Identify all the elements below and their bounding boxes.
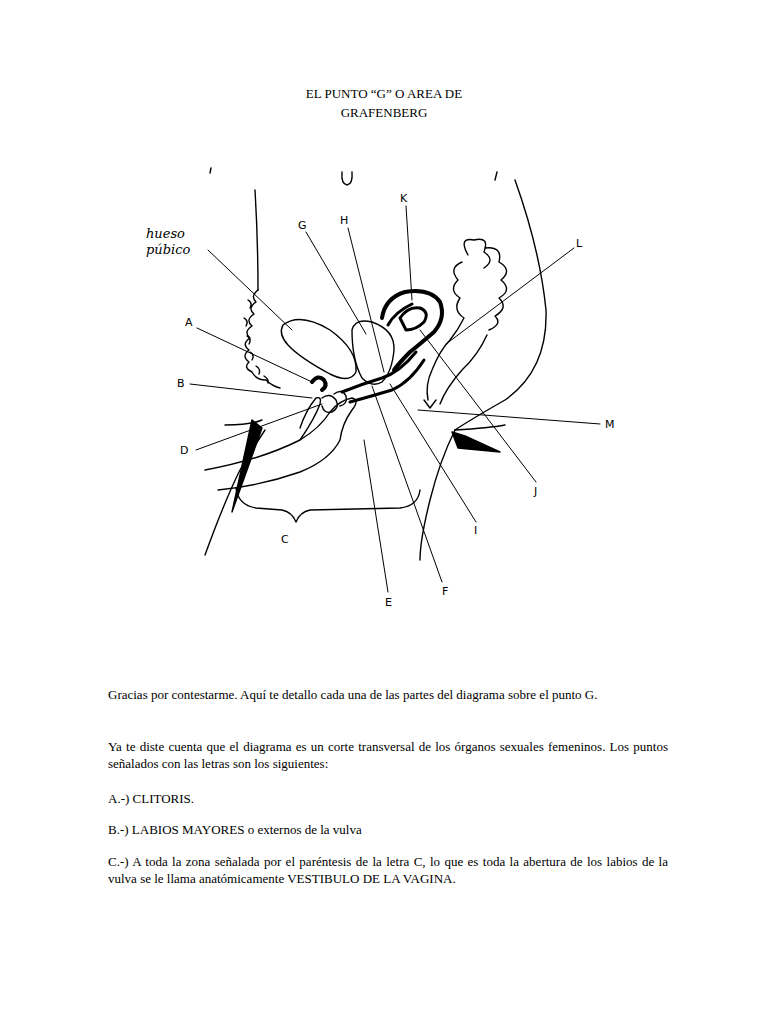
stray-mark	[210, 168, 211, 173]
shadow-wedge	[232, 420, 262, 512]
vestibule-bracket	[236, 488, 420, 522]
body-paragraph: Ya te diste cuenta que el diagrama es un…	[108, 738, 668, 772]
list-item: B.-) LABIOS MAYORES o externos de la vul…	[108, 821, 668, 838]
hand	[205, 398, 356, 490]
callout-letter: E	[385, 596, 392, 609]
leader-line	[390, 384, 476, 522]
body-outline	[455, 180, 546, 430]
body-outline	[420, 430, 455, 560]
callout-letter: G	[298, 219, 307, 232]
callout-letter: K	[400, 192, 407, 205]
body-outline	[255, 190, 258, 290]
body-paragraph: Gracias por contestarme. Aquí te detallo…	[108, 686, 668, 703]
callout-letter: H	[340, 214, 348, 227]
body-outline	[205, 430, 265, 555]
leader-line	[197, 328, 312, 382]
vagina	[350, 360, 424, 402]
rectum	[427, 262, 464, 400]
leader-lines	[190, 206, 600, 592]
callout-letter: I	[474, 524, 477, 537]
labia	[334, 391, 346, 406]
callout-letter: F	[442, 585, 448, 598]
callout-letter: A	[185, 316, 193, 329]
body-outline	[455, 425, 505, 430]
pubic-bone	[281, 320, 356, 379]
callout-letter: J	[534, 485, 537, 498]
clitoris	[312, 377, 326, 390]
list-item: A.-) CLITORIS.	[108, 790, 668, 807]
pubic-hair	[245, 290, 280, 388]
leader-line	[348, 228, 384, 372]
callout-letter: B	[177, 377, 185, 390]
leader-line	[208, 250, 292, 330]
uterus	[388, 304, 412, 325]
leader-line	[372, 386, 442, 582]
callout-letter: C	[281, 533, 289, 546]
page-title: EL PUNTO “G” O AREA DE GRAFENBERG	[284, 84, 484, 122]
part-label: hueso púbico	[146, 226, 226, 258]
leader-line	[306, 232, 366, 334]
leader-line	[190, 384, 312, 398]
leader-line	[418, 410, 600, 424]
leader-line	[406, 206, 412, 300]
leader-line	[364, 440, 388, 592]
list-item: C.-) A toda la zona señalada por el paré…	[108, 853, 668, 887]
callout-letter: D	[180, 444, 188, 457]
rectum	[440, 335, 487, 404]
rectum	[464, 239, 490, 268]
labia	[322, 395, 337, 412]
stray-mark	[342, 172, 352, 185]
pubic-hair	[244, 300, 268, 383]
callout-letter: M	[605, 418, 615, 431]
callout-letter: L	[576, 237, 582, 250]
hand	[300, 398, 321, 440]
anus	[424, 400, 436, 408]
rectum	[485, 248, 507, 330]
leader-line	[196, 404, 322, 450]
shadow-wedge	[452, 432, 500, 452]
leader-line	[446, 248, 574, 344]
vagina	[342, 352, 416, 392]
uterus-cavity	[400, 308, 426, 330]
stray-mark	[495, 172, 497, 180]
